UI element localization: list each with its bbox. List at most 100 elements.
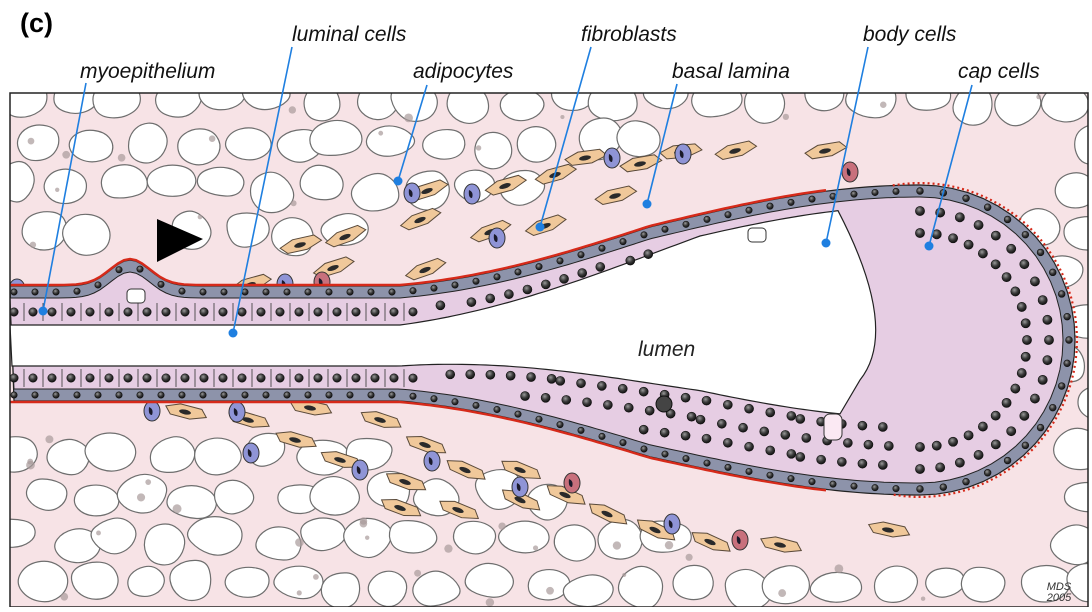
label-adipocytes: adipocytes	[413, 60, 513, 84]
nucleus	[1020, 411, 1029, 420]
nucleus	[521, 392, 530, 401]
nucleus	[32, 392, 38, 398]
nucleus	[1021, 352, 1030, 361]
nucleus	[347, 392, 353, 398]
nucleus	[851, 483, 857, 489]
nucleus	[541, 393, 550, 402]
nucleus	[515, 269, 521, 275]
nucleus	[964, 240, 973, 249]
interstitial-fleck	[533, 545, 538, 550]
nucleus	[1066, 337, 1073, 344]
nucleus	[917, 486, 924, 493]
nucleus	[978, 249, 987, 258]
adipocyte	[74, 485, 118, 516]
nucleus	[864, 440, 873, 449]
leukocyte	[464, 184, 480, 204]
nucleus	[486, 294, 495, 303]
nucleus	[893, 188, 899, 194]
nucleus	[963, 478, 970, 485]
nucleus	[10, 374, 18, 382]
nucleus	[1002, 398, 1011, 407]
nucleus	[1043, 356, 1052, 365]
nucleus	[577, 379, 586, 388]
nucleus	[704, 216, 710, 222]
nucleus	[597, 381, 606, 390]
nucleus	[143, 308, 151, 316]
adipocyte	[499, 521, 549, 553]
nucleus	[1030, 394, 1039, 403]
interstitial-fleck	[198, 215, 203, 220]
nucleus	[221, 392, 227, 398]
nucleus	[955, 213, 964, 222]
interstitial-fleck	[404, 114, 413, 123]
nucleus	[1017, 368, 1026, 377]
nucleus	[746, 468, 752, 474]
nucleus	[578, 427, 584, 433]
nucleus	[1049, 404, 1056, 411]
nucleus	[200, 392, 206, 398]
nucleus	[717, 419, 726, 428]
nucleus	[978, 422, 987, 431]
label-basal-lamina: basal lamina	[672, 60, 790, 84]
leukocyte	[229, 402, 245, 422]
interstitial-fleck	[289, 106, 296, 113]
nucleus	[536, 416, 542, 422]
nucleus	[745, 404, 754, 413]
nucleus	[878, 422, 887, 431]
nucleus	[284, 289, 290, 295]
nucleus	[562, 395, 571, 404]
nucleus	[305, 392, 311, 398]
nucleus	[858, 459, 867, 468]
nucleus	[1004, 216, 1011, 223]
nucleus	[796, 414, 805, 423]
adipocyte	[475, 132, 512, 168]
nucleus	[843, 438, 852, 447]
nucleus	[1038, 296, 1047, 305]
adipocyte	[423, 130, 465, 160]
leukocyte	[404, 183, 420, 203]
nucleus	[1021, 319, 1030, 328]
adipocyte	[147, 165, 196, 196]
nucleus	[105, 308, 113, 316]
nucleus	[389, 289, 395, 295]
nucleus	[276, 374, 284, 382]
nucleus	[352, 374, 360, 382]
nucleus	[1058, 291, 1065, 298]
leukocyte	[732, 530, 748, 550]
nucleus	[578, 252, 584, 258]
nucleus	[473, 402, 479, 408]
interstitial-fleck	[414, 570, 421, 577]
nucleus	[452, 399, 458, 405]
interstitial-fleck	[622, 573, 626, 577]
nucleus	[639, 387, 648, 396]
nucleus	[410, 393, 416, 399]
nucleus	[974, 450, 983, 459]
adipocyte	[93, 80, 140, 118]
nucleus	[11, 392, 17, 398]
nucleus	[137, 392, 143, 398]
nucleus	[1064, 360, 1071, 367]
nucleus	[915, 464, 924, 473]
nucleus	[504, 290, 513, 299]
nucleus	[704, 460, 710, 466]
nucleus	[257, 374, 265, 382]
nucleus	[473, 278, 479, 284]
nucleus	[1011, 384, 1020, 393]
nucleus	[964, 431, 973, 440]
nucleus	[314, 374, 322, 382]
nucleus	[787, 411, 796, 420]
interstitial-fleck	[1036, 95, 1041, 100]
nucleus	[767, 203, 773, 209]
nucleus	[446, 370, 455, 379]
nucleus	[1043, 315, 1052, 324]
nucleus	[1022, 231, 1029, 238]
interstitial-fleck	[686, 554, 693, 561]
nucleus	[326, 392, 332, 398]
nucleus	[200, 289, 206, 295]
nucleus	[389, 392, 395, 398]
nucleus	[326, 289, 332, 295]
nucleus	[263, 392, 269, 398]
nucleus	[181, 374, 189, 382]
nucleus	[725, 212, 731, 218]
nucleus	[639, 425, 648, 434]
